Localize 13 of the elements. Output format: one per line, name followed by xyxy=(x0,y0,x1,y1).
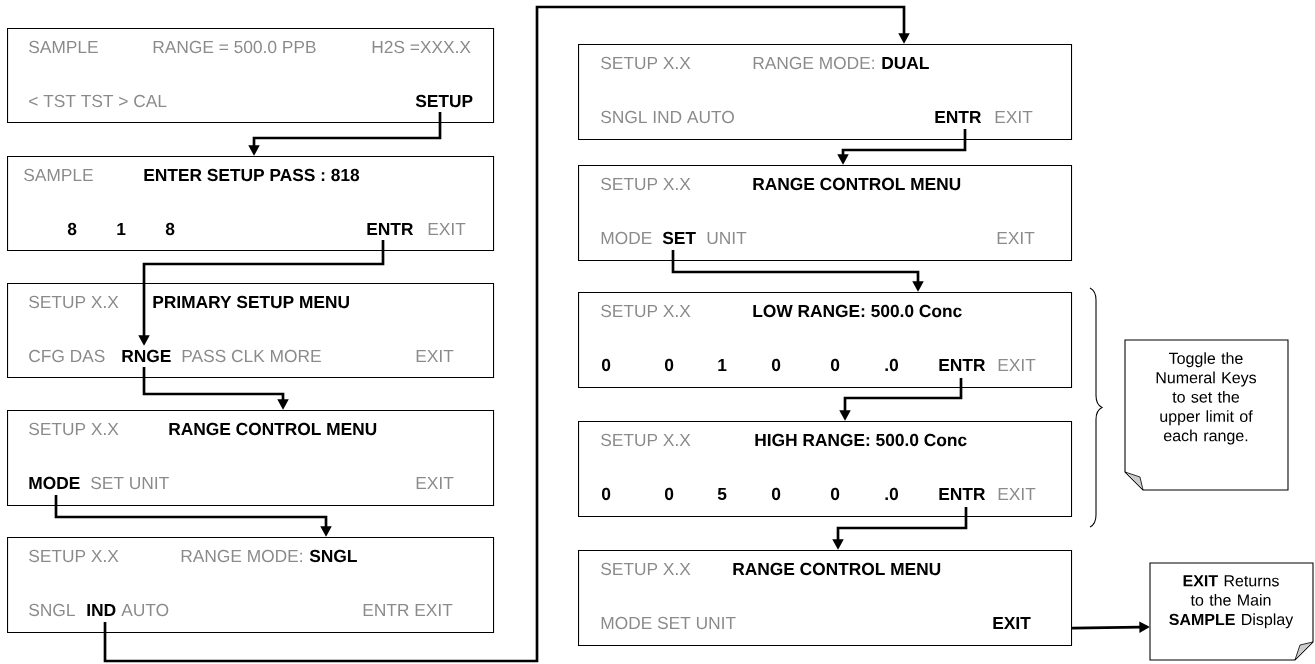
display-screen: SETUP X.X RANGE MODE: SNGL SNGL IND AUTO ENTR EXIT xyxy=(7,537,495,634)
display-screen: SAMPLE RANGE = 500.0 PPB H2S =XXX.X < TST TST > CAL SETUP xyxy=(7,28,495,124)
display-screen: SETUP X.X PRIMARY SETUP MENU CFG DAS RNGE PASS CLK MORE EXIT xyxy=(7,283,495,379)
arrow xyxy=(103,5,910,663)
display-screen: SETUP X.X HIGH RANGE: 500.0 Conc 0 0 5 0 0 .0 ENTR EXIT xyxy=(578,421,1073,518)
note-box: Toggle the Numeral Keys to set the upper limit of each range. xyxy=(1124,339,1289,491)
display-screen: SETUP X.X RANGE CONTROL MENU MODE SET UNIT EXIT xyxy=(578,165,1073,262)
display-screen: SETUP X.X LOW RANGE: 500.0 Conc 0 0 1 0 0 .0 ENTR EXIT xyxy=(578,292,1073,389)
display-screen: SETUP X.X RANGE MODE: DUAL SNGL IND AUTO ENTR EXIT xyxy=(578,44,1073,141)
display-screen: SETUP X.X RANGE CONTROL MENU MODE SET UNIT EXIT xyxy=(7,410,495,507)
display-screen: SAMPLE ENTER SETUP PASS : 818 8 1 8 ENTR EXIT xyxy=(7,156,495,252)
note-box: EXIT Returns to the Main SAMPLE Display xyxy=(1149,562,1314,661)
display-screen: SETUP X.X RANGE CONTROL MENU MODE SET UNIT EXIT xyxy=(578,550,1073,647)
